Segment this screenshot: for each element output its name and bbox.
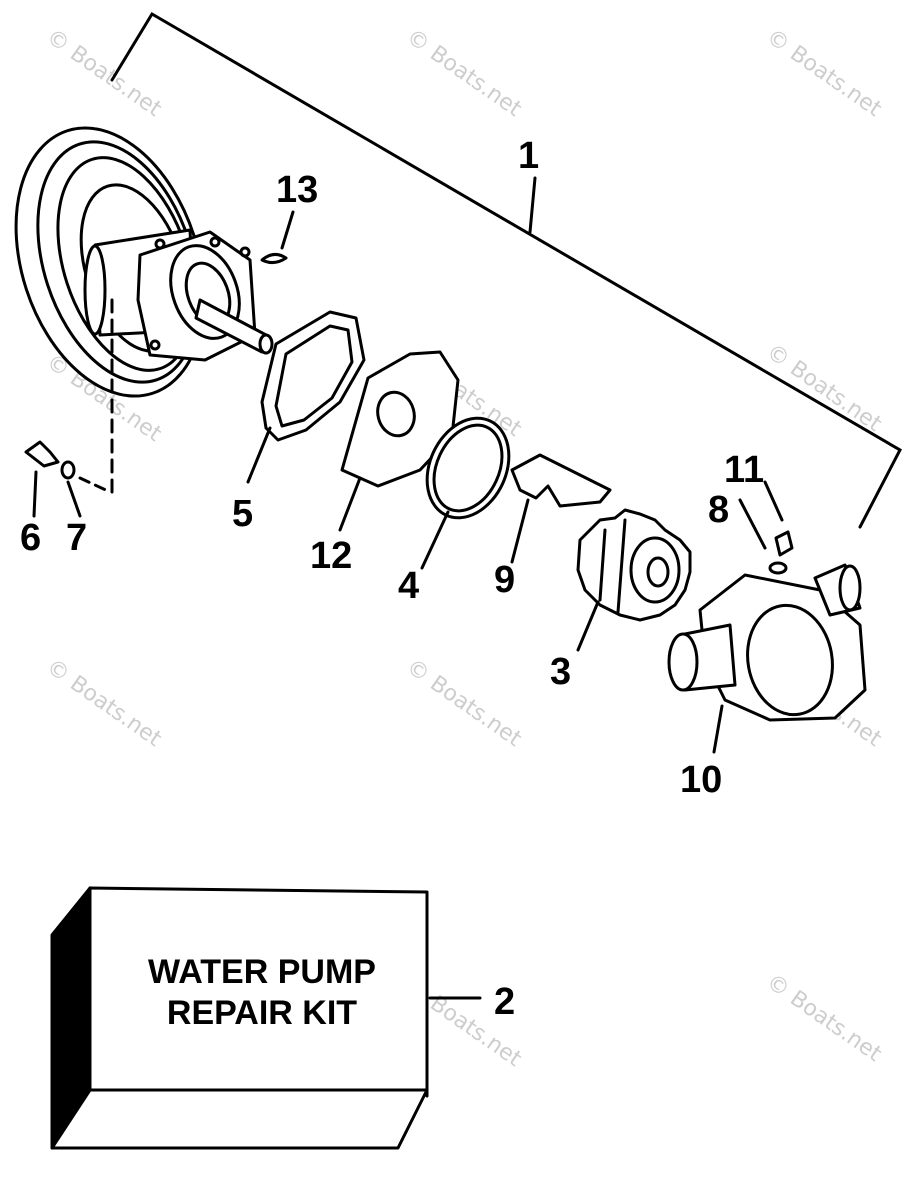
- gasket-part-5: [260, 310, 366, 442]
- watermark: © Boats.net: [42, 24, 167, 122]
- callout-1: 1: [518, 135, 539, 177]
- callout-3: 3: [550, 651, 571, 693]
- watermark: © Boats.net: [762, 24, 887, 122]
- callout-13: 13: [276, 169, 318, 211]
- leader-lines: [32, 210, 784, 1000]
- kit-label-line1: WATER PUMP: [148, 953, 376, 991]
- callout-8: 8: [708, 489, 729, 531]
- watermark: © Boats.net: [762, 339, 887, 437]
- plate-part-12: [340, 350, 460, 488]
- watermark: © Boats.net: [762, 969, 887, 1067]
- kit-label-line2: REPAIR KIT: [167, 994, 357, 1032]
- washer-part-7: [60, 460, 76, 480]
- watermark: © Boats.net: [402, 654, 527, 752]
- callout-6: 6: [20, 517, 41, 559]
- pump-housing-part-10: [667, 563, 867, 722]
- watermark: © Boats.net: [402, 24, 527, 122]
- callout-10: 10: [680, 759, 722, 801]
- screw-part-11: [774, 530, 794, 557]
- callout-12: 12: [310, 535, 352, 577]
- callout-4: 4: [398, 565, 419, 607]
- callout-7: 7: [66, 517, 87, 559]
- watermark: © Boats.net: [42, 654, 167, 752]
- assembly-bracket: [110, 11, 902, 529]
- callout-9: 9: [494, 559, 515, 601]
- repair-kit-box: WATER PUMP REPAIR KIT: [50, 886, 429, 1150]
- callout-5: 5: [232, 493, 253, 535]
- callout-2: 2: [494, 981, 515, 1023]
- key-part-13: [260, 253, 288, 265]
- callout-11: 11: [724, 449, 764, 491]
- bolt-part-6: [24, 440, 60, 468]
- cam-part-9: [510, 453, 612, 508]
- callout-numbers: 1 13 5 6 7 12 4 9 3 8 11 10 2: [20, 135, 764, 1023]
- washer-part-8: [768, 561, 788, 575]
- impeller-part-3: [576, 508, 692, 622]
- pulley-assembly: [14, 126, 274, 494]
